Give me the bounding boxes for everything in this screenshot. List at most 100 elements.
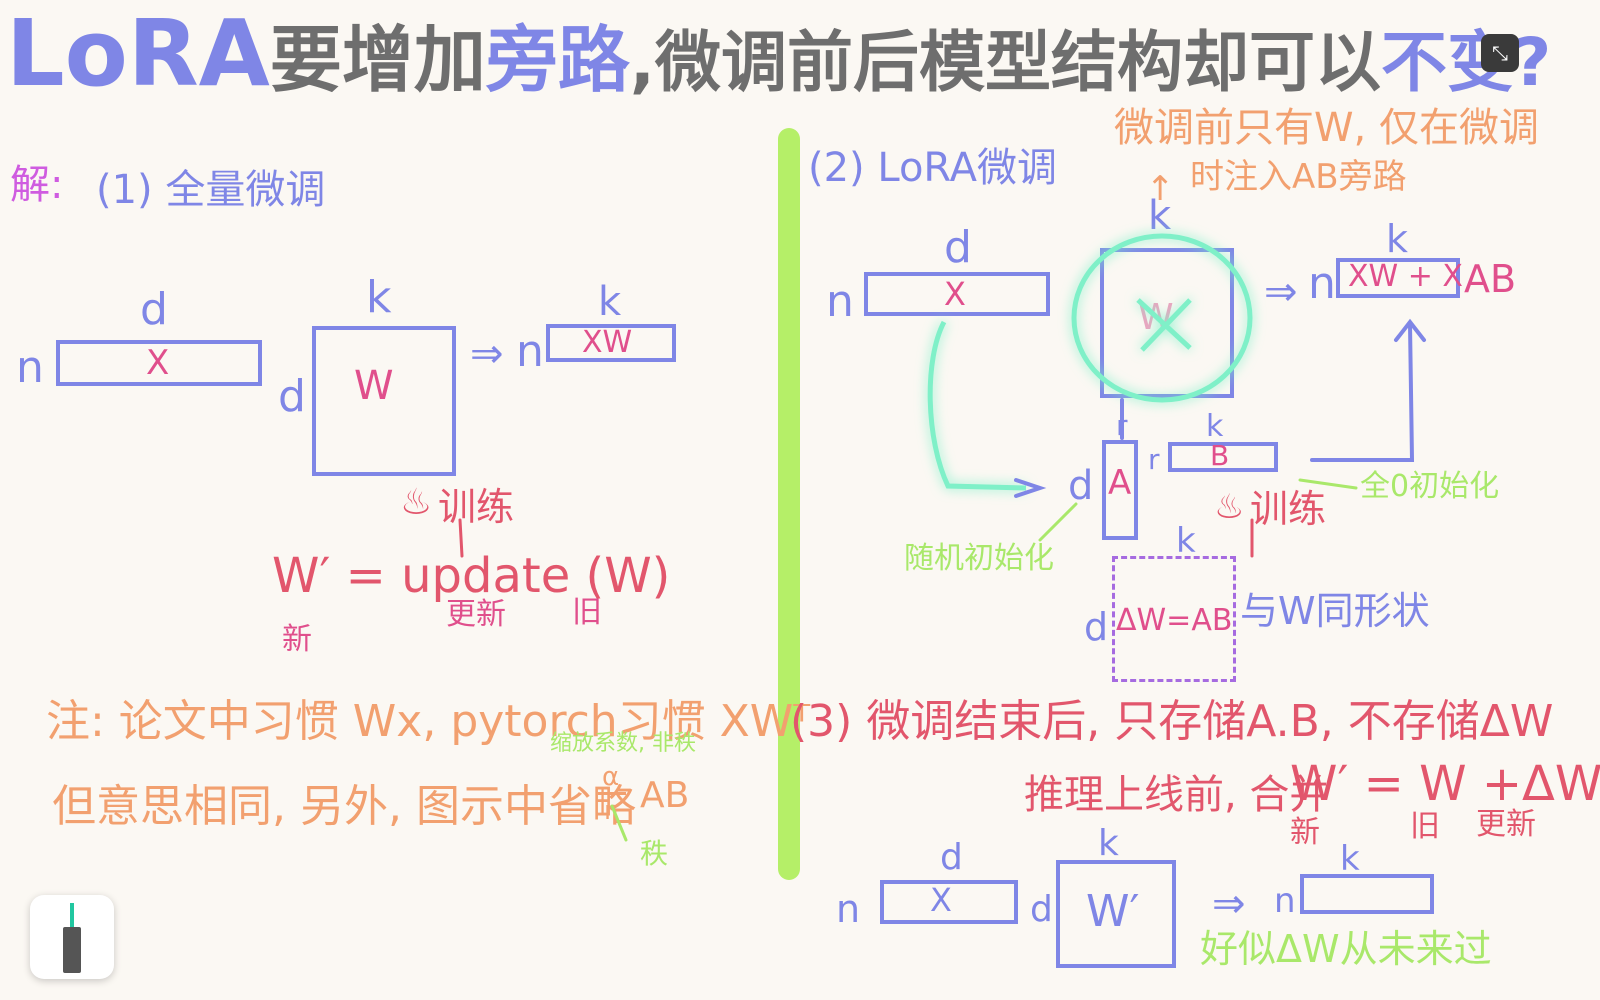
- solution-label: 解:: [10, 162, 64, 208]
- right-output-label: XW + X: [1348, 259, 1463, 294]
- left-x-matrix: [56, 340, 262, 386]
- left-d-side: d: [278, 371, 306, 422]
- right-r-b: r: [1148, 443, 1160, 476]
- section3-arrow: ⇒: [1212, 881, 1246, 927]
- random-init-pointer: [1038, 502, 1078, 542]
- scale-pointer: [610, 804, 628, 842]
- section3-x-matrix: [880, 880, 1018, 924]
- note-ab: AB: [640, 775, 690, 816]
- note-fraction-bar: [598, 792, 626, 795]
- right-d-dw: d: [1084, 605, 1109, 649]
- title-bypass: 旁路: [485, 18, 630, 102]
- left-n-label: n: [16, 342, 44, 393]
- section3-k-out: k: [1340, 839, 1360, 879]
- note-line1: 注: 论文中习惯 Wx, pytorch习惯 XWᵀ: [46, 696, 811, 747]
- left-n-out: n: [516, 326, 544, 377]
- right-train-label: 训练: [1250, 487, 1327, 531]
- right-a-matrix: [1102, 440, 1138, 540]
- section3-d-top: d: [940, 837, 963, 878]
- left-heading: (1) 全量微调: [96, 167, 326, 213]
- b-to-output-line: [1310, 322, 1415, 462]
- collapse-icon[interactable]: ⤡: [1481, 34, 1519, 72]
- right-same-shape: 与W同形状: [1240, 589, 1430, 633]
- section3-x-label: X: [930, 881, 952, 919]
- section3-k-top: k: [1098, 823, 1119, 864]
- bypass-input-arrow: [1014, 478, 1047, 498]
- right-w-matrix: [1100, 248, 1234, 398]
- left-train-icon: ♨: [400, 482, 433, 523]
- right-annotation-1: 微调前只有W, 仅在微调: [1114, 105, 1539, 151]
- pen-tool-button[interactable]: [30, 895, 114, 979]
- right-k-out: k: [1386, 217, 1409, 261]
- left-w-label: W: [354, 363, 394, 409]
- left-train-pointer: [458, 518, 464, 558]
- zero-init-pointer: [1298, 478, 1358, 490]
- right-random-init: 随机初始化: [904, 541, 1054, 576]
- left-k-out: k: [598, 279, 622, 325]
- collapse-glyph: ⤡: [1492, 41, 1508, 65]
- note-rank-label: 秩: [640, 837, 669, 870]
- right-n-label: n: [826, 276, 854, 327]
- right-k-top: k: [1148, 193, 1172, 239]
- glow-strikeout: [927, 233, 1253, 491]
- left-train-label: 训练: [438, 485, 515, 529]
- left-xw-label: XW: [582, 325, 633, 360]
- left-xw-matrix: [546, 324, 676, 362]
- section3-formula: W′ = W +ΔW: [1290, 756, 1600, 812]
- right-k-b: k: [1206, 409, 1224, 444]
- right-annotation-arrow: ↑: [1146, 169, 1175, 209]
- glow-bypass-path: [927, 320, 1027, 491]
- title-part2: ,微调前后模型结构却可以: [629, 24, 1381, 101]
- glow-circle: [1071, 233, 1253, 403]
- section3-update-label: 更新: [1476, 807, 1536, 842]
- left-old-label: 旧: [572, 595, 602, 630]
- section3-new-label: 新: [1290, 815, 1320, 850]
- note-scale-label: 缩放系数, 非秩: [550, 731, 696, 756]
- right-k-dw: k: [1176, 521, 1196, 561]
- left-w-matrix: [312, 326, 456, 476]
- right-b-matrix: [1168, 442, 1278, 472]
- section3-output-matrix: [1300, 874, 1434, 914]
- glow-cross-b: [1140, 298, 1192, 352]
- section3-d-side: d: [1030, 889, 1053, 930]
- left-formula: W′ = update (W): [272, 548, 671, 604]
- section3-w-prime: W′: [1086, 886, 1140, 937]
- right-arrow: ⇒: [1264, 269, 1298, 315]
- pen-icon: [63, 927, 81, 973]
- left-x-label: X: [146, 343, 170, 383]
- note-fraction-top: α: [602, 762, 620, 792]
- right-x-label: X: [944, 275, 966, 313]
- right-d-a: d: [1068, 463, 1094, 509]
- right-delta-w: ΔW=AB: [1116, 603, 1233, 638]
- right-annotation-2: 时注入AB旁路: [1190, 157, 1407, 197]
- note-line2: 但意思相同, 另外, 图示中省略: [52, 781, 636, 832]
- right-x-matrix: [864, 272, 1050, 316]
- section3-w-prime-matrix: [1056, 860, 1176, 968]
- section3-line1: (3) 微调结束后, 只存储A.B, 不存储ΔW: [790, 696, 1554, 747]
- left-new-label: 新: [282, 622, 312, 657]
- right-delta-w-matrix: [1112, 556, 1236, 682]
- section-divider: [778, 128, 800, 880]
- title-part1: 要增加: [269, 18, 486, 102]
- title-lora: LoRA: [6, 0, 270, 107]
- right-output-ab: AB: [1464, 257, 1517, 301]
- left-arrow: ⇒: [470, 331, 504, 377]
- right-train-icon: ♨: [1214, 487, 1245, 527]
- section3-footer: 好似ΔW从未来过: [1200, 927, 1492, 971]
- page-title: LoRA要增加旁路,微调前后模型结构却可以不变?: [6, 8, 1551, 100]
- section3-line2: 推理上线前, 合并: [1024, 772, 1330, 818]
- section3-n-out: n: [1274, 881, 1296, 921]
- left-d-top: d: [140, 284, 168, 335]
- left-k-top: k: [366, 272, 392, 323]
- right-n-out: n: [1308, 258, 1336, 309]
- right-zero-init: 全0初始化: [1360, 469, 1500, 504]
- b-to-output-arrowhead: [1394, 318, 1426, 342]
- pen-tip-icon: [70, 903, 74, 929]
- section3-n-label: n: [836, 887, 861, 931]
- right-a-label: A: [1108, 463, 1132, 503]
- right-d-top: d: [944, 222, 972, 273]
- right-heading: (2) LoRA微调: [808, 145, 1057, 191]
- section3-old-label: 旧: [1410, 809, 1440, 844]
- note-fraction-bottom: r: [604, 796, 615, 826]
